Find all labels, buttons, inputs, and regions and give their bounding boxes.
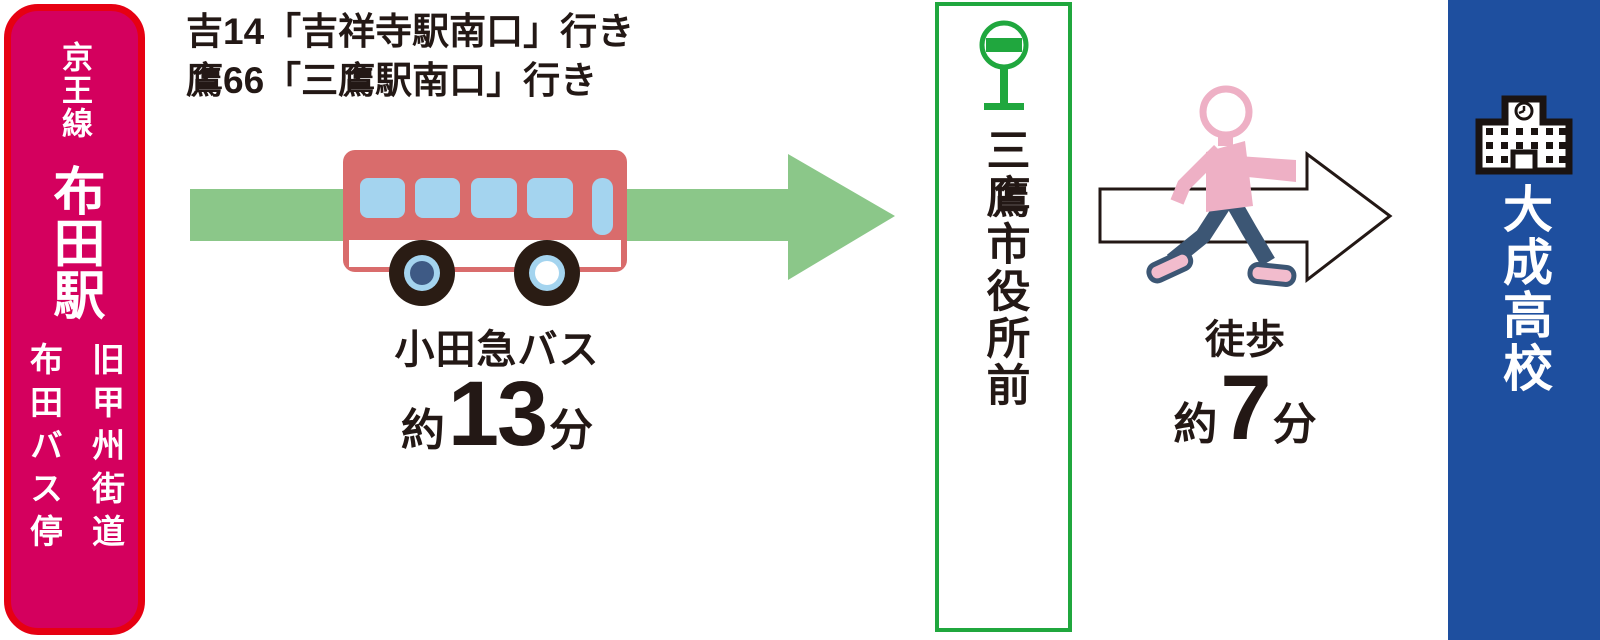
walking-person-icon <box>1146 85 1297 287</box>
origin-station-name: 布田駅 <box>45 164 103 320</box>
destination-card: 大成高校 <box>1448 0 1600 640</box>
railway-line-label: 京王線 <box>57 41 92 140</box>
bus-route-labels: 吉14「吉祥寺駅南口」行き 鷹66「三鷹駅南口」行き <box>186 8 634 106</box>
origin-station-card: 京王線 布田駅 旧甲州街道 布田バス停 <box>4 4 145 635</box>
bus-icon <box>343 150 627 306</box>
school-building-icon <box>1475 95 1573 175</box>
bus-route-2: 鷹66「三鷹駅南口」行き <box>186 59 598 101</box>
bus-route-1: 吉14「吉祥寺駅南口」行き <box>186 11 635 52</box>
destination-name: 大成高校 <box>1496 183 1552 395</box>
walk-label: 徒歩 <box>1205 318 1285 362</box>
bus-duration-unit: 分 <box>549 406 594 455</box>
origin-bus-stop-note: 旧甲州街道 布田バス停 <box>20 342 130 557</box>
note-road: 旧甲州街道 <box>87 342 125 557</box>
walk-duration: 約 7 分 <box>1095 356 1395 461</box>
bus-stop-sign-icon <box>979 20 1028 110</box>
bus-duration-approx: 約 <box>400 406 445 455</box>
note-bus-stop: 布田バス停 <box>25 342 63 557</box>
walk-duration-minutes: 7 <box>1220 357 1271 459</box>
bus-stop-name: 三鷹市役所前 <box>979 127 1029 409</box>
walk-duration-approx: 約 <box>1173 400 1218 449</box>
bus-duration-minutes: 13 <box>447 363 548 465</box>
bus-operator-label: 小田急バス <box>394 328 600 372</box>
bus-duration: 約 13 分 <box>347 362 647 467</box>
walk-duration-unit: 分 <box>1272 400 1317 449</box>
bus-stop-card: 三鷹市役所前 <box>935 2 1072 632</box>
